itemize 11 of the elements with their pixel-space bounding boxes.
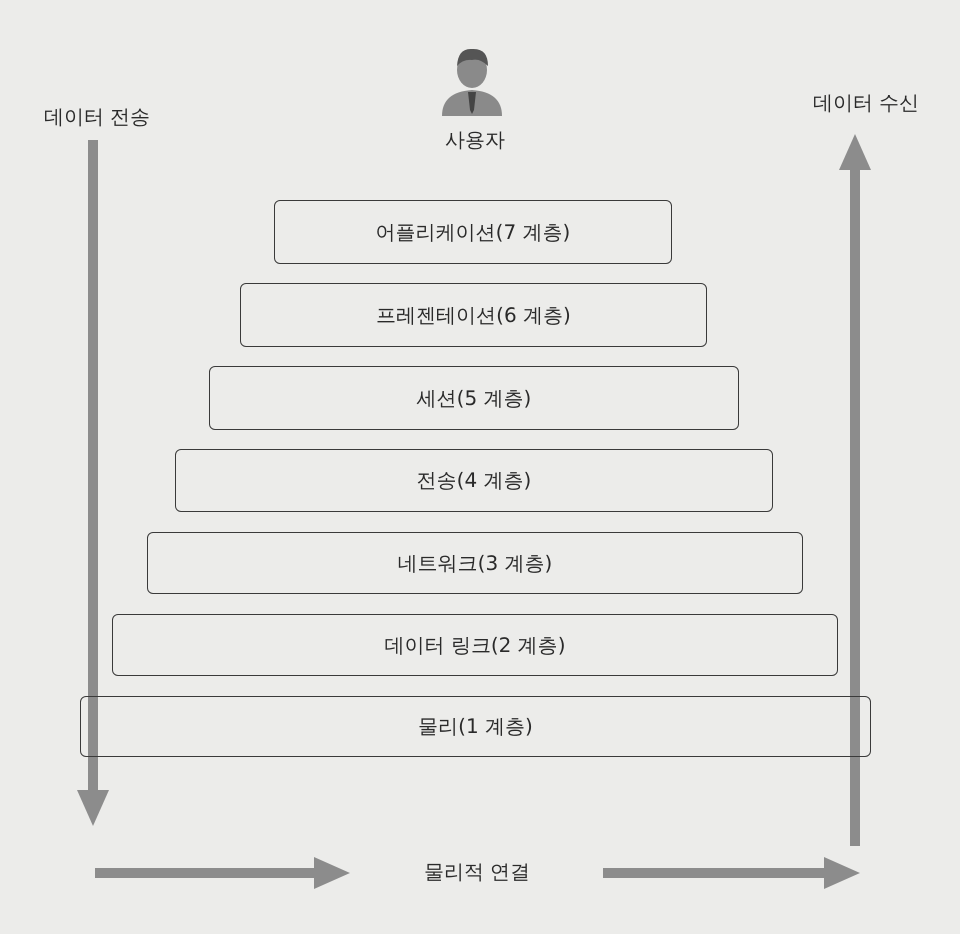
- layer-box: 어플리케이션(7 계층): [274, 200, 672, 264]
- layer-box: 프레젠테이션(6 계층): [240, 283, 707, 347]
- user-label: 사용자: [445, 126, 505, 154]
- layer-box: 네트워크(3 계층): [147, 532, 803, 594]
- layer-box: 세션(5 계층): [209, 366, 739, 430]
- connection-label: 물리적 연결: [424, 858, 530, 886]
- direction-label: 데이터 전송: [44, 104, 150, 130]
- layer-box: 전송(4 계층): [175, 449, 773, 512]
- layer-box: 데이터 링크(2 계층): [112, 614, 838, 676]
- layer-box: 물리(1 계층): [80, 696, 871, 757]
- direction-label: 데이터 수신: [812, 90, 920, 116]
